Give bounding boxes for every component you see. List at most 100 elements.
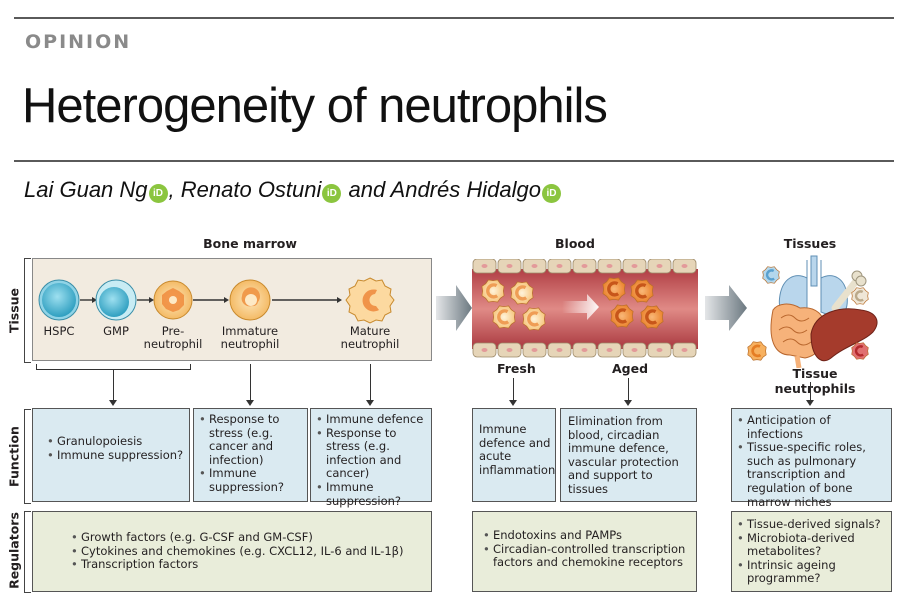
endothelial-cell (622, 259, 647, 274)
gmp-cell (95, 279, 137, 321)
fresh-neutrophil (481, 279, 505, 303)
bone-icon (831, 270, 867, 312)
list-item: Granulopoiesis (47, 434, 189, 449)
endothelial-cell (547, 259, 572, 274)
endothelial-cell (572, 259, 597, 274)
list-item: Circadian-controlled transcription facto… (483, 542, 692, 570)
author-name[interactable]: Lai Guan Ng (24, 177, 148, 202)
orcid-icon[interactable]: iD (322, 184, 342, 203)
function-box-mature: Immune defence Response to stress (e.g. … (310, 408, 432, 507)
author-separator: , (168, 177, 181, 202)
regulators-box-bone-marrow: Growth factors (e.g. G-CSF and GM-CSF) C… (32, 511, 432, 592)
endothelial-cell (472, 342, 497, 358)
endothelial-cell (597, 342, 622, 358)
endothelial-cell (647, 259, 672, 274)
row-bracket (24, 511, 31, 593)
immature-neutrophil-cell (229, 279, 271, 321)
author-name[interactable]: Andrés Hidalgo (390, 177, 541, 202)
row-bracket (24, 258, 31, 363)
list-item: Response to stress (e.g. cancer and infe… (199, 412, 304, 467)
aged-neutrophil (640, 305, 664, 329)
blood-state-fresh: Fresh (497, 361, 536, 376)
bracket-tick (36, 364, 37, 370)
orcid-icon[interactable]: iD (541, 184, 561, 203)
liver-icon (810, 308, 878, 362)
aged-neutrophil (602, 277, 626, 301)
function-list: Anticipation of infections Tissue-specif… (737, 413, 888, 509)
flow-arrow-blood-to-tissues (705, 285, 747, 331)
function-list: Immune defence Response to stress (e.g. … (316, 412, 428, 508)
tissue-neutrophil-bone (851, 287, 869, 305)
function-box-tissues: Anticipation of infections Tissue-specif… (731, 408, 892, 508)
list-item: Tissue-derived signals? (737, 517, 888, 532)
function-box-immature: Response to stress (e.g. cancer and infe… (193, 408, 308, 502)
fresh-neutrophil (522, 307, 546, 331)
row-label-regulators: Regulators (6, 512, 22, 589)
flow-arrow-marrow-to-blood (436, 285, 472, 331)
connector (370, 364, 371, 401)
endothelial-cell (522, 342, 547, 358)
section-blood: Blood (555, 236, 595, 251)
tissue-organs-illustration (747, 255, 878, 368)
row-label-function: Function (6, 426, 22, 487)
author-name[interactable]: Renato Ostuni (180, 177, 322, 202)
list-item: Growth factors (e.g. G-CSF and GM-CSF) (71, 530, 431, 545)
arrowhead (246, 400, 254, 406)
list-item: Response to stress (e.g. infection and c… (316, 426, 428, 481)
endothelial-cell (672, 342, 697, 358)
list-item: Endotoxins and PAMPs (483, 528, 692, 543)
list-item: Transcription factors (71, 558, 431, 572)
endothelial-cells (472, 259, 697, 358)
blood-neutrophils (481, 277, 664, 331)
cell-label-gmp: GMP (103, 324, 129, 338)
function-list: Granulopoiesis Immune suppression? (47, 434, 189, 462)
cell-label-hspc: HSPC (43, 324, 75, 338)
regulators-list: Endotoxins and PAMPs Circadian-controlle… (483, 528, 692, 570)
endothelial-cell (647, 342, 672, 358)
arrowhead (109, 400, 117, 406)
cell-label-pre-neutrophil: Pre-neutrophil (143, 324, 203, 351)
top-rule (14, 17, 894, 19)
title-rule (14, 160, 894, 162)
section-bone-marrow: Bone marrow (203, 236, 297, 251)
fresh-neutrophil (492, 305, 516, 329)
endothelial-cell (522, 259, 547, 274)
regulators-list: Growth factors (e.g. G-CSF and GM-CSF) C… (71, 530, 431, 572)
list-item: Tissue-specific roles, such as pulmonary… (737, 440, 888, 509)
tissue-neutrophil-liver (851, 342, 869, 360)
connector (810, 382, 811, 401)
aged-neutrophil (610, 304, 634, 328)
orcid-icon[interactable]: iD (148, 184, 168, 203)
regulators-box-blood: Endotoxins and PAMPs Circadian-controlle… (472, 511, 697, 592)
row-label-tissue: Tissue (6, 287, 22, 334)
arrowhead (806, 400, 814, 406)
arrowhead (509, 400, 517, 406)
tissue-neutrophil-lung (762, 266, 780, 284)
endothelial-cell (572, 342, 597, 358)
bracket-tick (190, 364, 191, 370)
fresh-neutrophil (510, 281, 534, 305)
regulators-box-tissues: Tissue-derived signals? Microbiota-deriv… (731, 511, 892, 592)
function-box-aged: Elimination from blood, circadian immune… (560, 408, 697, 502)
endothelial-cell (547, 342, 572, 358)
aged-neutrophil (630, 279, 654, 303)
arrowhead (366, 400, 374, 406)
endothelial-cell (672, 259, 697, 274)
connector (628, 378, 629, 401)
function-box-fresh: Immune defence and acute inflammation (472, 408, 556, 502)
row-bracket (24, 409, 31, 504)
list-item: Cytokines and chemokines (e.g. CXCL12, I… (71, 544, 431, 559)
list-item: Microbiota-derived metabolites? (737, 531, 888, 559)
endothelial-cell (472, 259, 497, 274)
hspc-cell (38, 279, 80, 321)
tissue-neutrophils-caption: Tissue neutrophils (774, 366, 856, 396)
pre-neutrophil-cell (153, 280, 193, 320)
list-item: Immune suppression? (199, 467, 304, 494)
bone-marrow-cells (38, 277, 395, 324)
author-separator: and (342, 177, 391, 202)
connector (513, 378, 514, 401)
article-type: OPINION (25, 31, 132, 53)
